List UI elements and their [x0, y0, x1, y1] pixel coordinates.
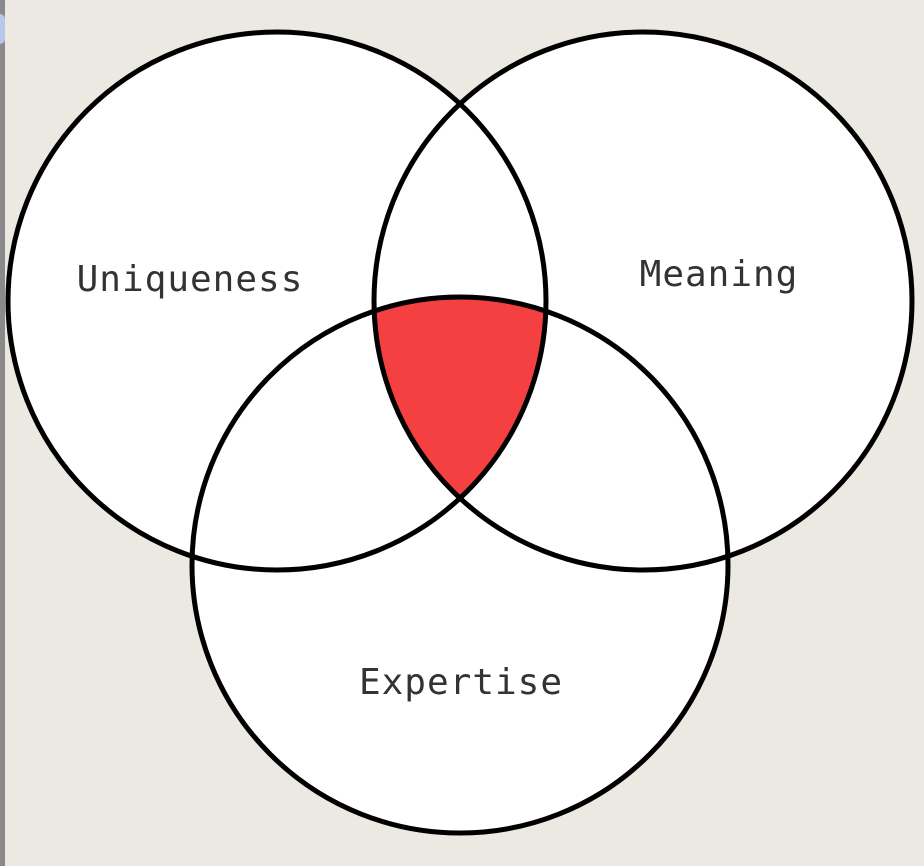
label-uniqueness: Uniqueness — [77, 259, 304, 300]
circle-expertise-fill — [192, 297, 728, 833]
circle-meaning — [371, 29, 915, 573]
circle-uniqueness — [5, 29, 549, 573]
window-left-edge — [0, 0, 5, 866]
label-expertise: Expertise — [359, 662, 563, 703]
circle-expertise — [189, 294, 731, 836]
label-meaning: Meaning — [640, 254, 799, 295]
window-edge-highlight — [0, 14, 5, 44]
